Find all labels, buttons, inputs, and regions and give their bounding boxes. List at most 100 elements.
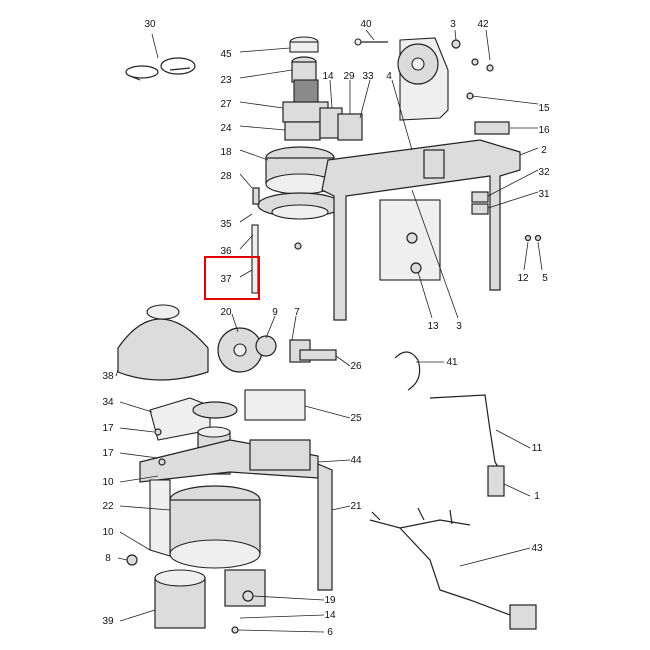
callout-label-19: 19 [324, 595, 336, 606]
callout-label-32: 32 [538, 167, 550, 178]
callout-leader-line [239, 69, 293, 79]
callout-leader-line [239, 125, 286, 131]
callout-label-41: 41 [446, 357, 458, 368]
callout-label-24: 24 [220, 123, 232, 134]
callout-label-45: 45 [220, 49, 232, 60]
callout-label-8: 8 [105, 553, 111, 564]
callout-label-34: 34 [102, 397, 114, 408]
callout-label-3: 3 [450, 19, 456, 30]
callout-label-14: 14 [322, 71, 334, 82]
callout-leader-line [119, 452, 159, 459]
callout-leader-line [519, 147, 539, 156]
callout-leader-line [239, 101, 284, 109]
callout-label-9: 9 [272, 307, 278, 318]
callout-leader-line [239, 173, 253, 189]
clip-ring-part [125, 57, 196, 81]
callout-leader-line [252, 595, 325, 601]
callout-leader-line [239, 234, 254, 250]
callout-label-13: 13 [427, 321, 439, 332]
callout-label-29: 29 [343, 71, 355, 82]
callout-leader-line [335, 355, 351, 367]
callout-label-10: 10 [102, 527, 114, 538]
callout-leader-line [231, 313, 239, 333]
callout-leader-line [417, 271, 433, 319]
callout-label-1: 1 [534, 491, 540, 502]
callout-leader-line [359, 79, 371, 119]
callout-label-10: 10 [102, 477, 114, 488]
callout-leader-line [485, 29, 491, 61]
callout-label-27: 27 [220, 99, 232, 110]
callout-label-30: 30 [144, 19, 156, 30]
callout-label-42: 42 [477, 19, 489, 30]
callout-label-36: 36 [220, 246, 232, 257]
callout-leader-line [471, 95, 539, 105]
callout-label-16: 16 [538, 125, 550, 136]
lower-left-parts [117, 304, 209, 629]
main-lower-assembly [139, 327, 337, 634]
callout-37-highlight [204, 256, 260, 300]
top-assembly [251, 36, 363, 294]
callout-label-17: 17 [102, 448, 114, 459]
callout-label-44: 44 [350, 455, 362, 466]
callout-leader-line [151, 33, 159, 59]
callout-label-5: 5 [542, 273, 548, 284]
callout-label-14: 14 [324, 610, 336, 621]
callout-leader-line [329, 79, 333, 109]
callout-label-28: 28 [220, 171, 232, 182]
callout-label-12: 12 [517, 273, 529, 284]
callout-label-7: 7 [294, 307, 300, 318]
callout-leader-line [265, 315, 276, 339]
callout-label-18: 18 [220, 147, 232, 158]
callout-label-37: 37 [220, 274, 232, 285]
callout-leader-line [119, 531, 151, 551]
callout-leader-line [459, 547, 531, 567]
callout-leader-line [119, 401, 153, 413]
wiring-harness [369, 351, 537, 630]
callout-label-31: 31 [538, 189, 550, 200]
callout-label-23: 23 [220, 75, 232, 86]
callout-leader-line [239, 47, 291, 53]
callout-label-11: 11 [532, 443, 543, 454]
callout-leader-line [495, 429, 531, 449]
callout-label-20: 20 [220, 307, 232, 318]
callout-label-4: 4 [386, 71, 392, 82]
callout-leader-line [523, 241, 529, 271]
callout-label-15: 15 [538, 103, 550, 114]
callout-leader-line [119, 427, 155, 433]
callout-leader-line [239, 213, 253, 223]
callout-label-3: 3 [456, 321, 462, 332]
callout-label-6: 6 [327, 627, 333, 638]
callout-label-39: 39 [102, 616, 114, 627]
callout-leader-line [487, 191, 539, 209]
callout-label-43: 43 [531, 543, 543, 554]
callout-label-35: 35 [220, 219, 232, 230]
callout-label-26: 26 [350, 361, 362, 372]
callout-leader-line [115, 369, 119, 377]
callout-leader-line [537, 241, 543, 271]
callout-leader-line [365, 29, 375, 41]
callout-label-38: 38 [102, 371, 114, 382]
callout-leader-line [291, 315, 297, 341]
callout-leader-line [119, 475, 159, 483]
callout-leader-line [304, 405, 351, 419]
callout-label-40: 40 [360, 19, 372, 30]
callout-leader-line [487, 169, 539, 197]
callout-leader-line [119, 609, 156, 622]
callout-leader-line [239, 269, 253, 278]
callout-leader-line [239, 149, 269, 161]
callout-label-2: 2 [541, 145, 547, 156]
callout-leader-line [117, 557, 128, 561]
callout-label-25: 25 [350, 413, 362, 424]
callout-leader-line [119, 505, 171, 511]
callout-label-22: 22 [102, 501, 114, 512]
callout-leader-line [411, 189, 459, 319]
callout-leader-line [503, 483, 531, 497]
callout-leader-line [331, 505, 351, 511]
callout-leader-line [391, 79, 413, 151]
callout-leader-line [317, 459, 351, 463]
callout-leader-line [237, 629, 325, 633]
callout-label-17: 17 [102, 423, 114, 434]
callout-label-33: 33 [362, 71, 374, 82]
